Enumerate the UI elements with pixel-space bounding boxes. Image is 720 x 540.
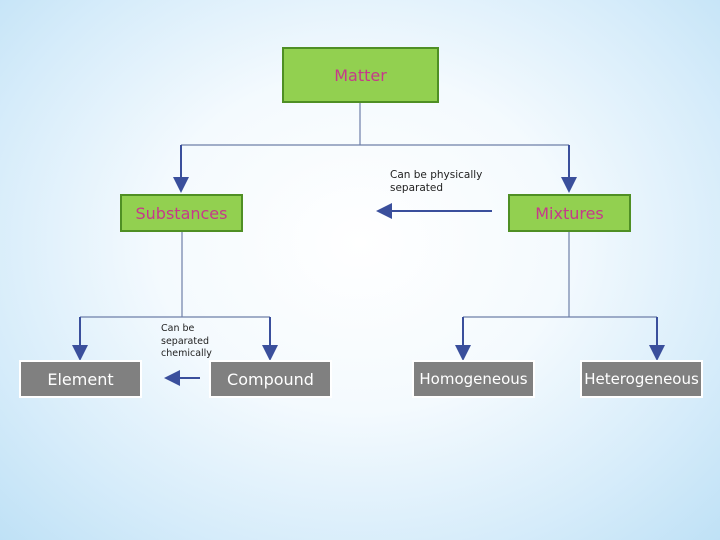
note-chemical-line-2: separated: [161, 335, 209, 347]
node-compound: Compound: [209, 360, 332, 398]
note-chemical-line-1: Can be: [161, 323, 195, 334]
note-chemical-line-3: chemically: [161, 348, 212, 359]
note-physical-separation: Can be physically separated: [390, 169, 482, 195]
note-physical-line-1: Can be physically: [390, 169, 483, 181]
note-physical-line-2: separated: [390, 182, 444, 194]
node-heterogeneous: Heterogeneous: [580, 360, 703, 398]
note-chemical-separation: Can be separated chemically: [161, 323, 212, 361]
node-element: Element: [19, 360, 142, 398]
node-substances: Substances: [120, 194, 243, 232]
node-matter: Matter: [282, 47, 439, 103]
node-homogeneous: Homogeneous: [412, 360, 535, 398]
node-mixtures: Mixtures: [508, 194, 631, 232]
